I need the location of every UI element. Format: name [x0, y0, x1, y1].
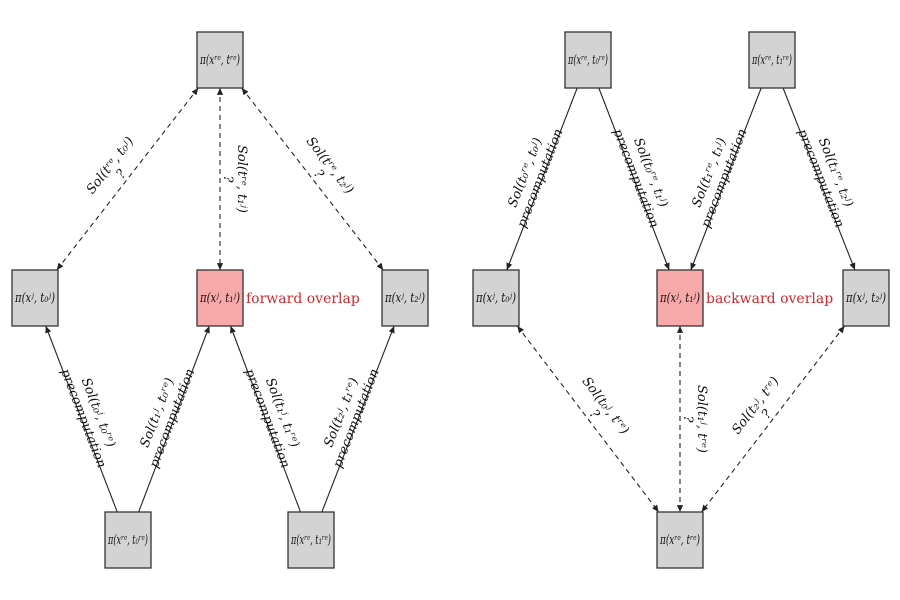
right-node-box-l1 — [656, 269, 704, 327]
left-node-label-l2: π(xʲ, t₂ʲ) — [384, 291, 425, 306]
right-node-label-t0: π(xʳᵉ, t₀ʳᵉ) — [567, 53, 608, 68]
left-unknown-mark: ? — [114, 166, 131, 182]
left-edge-b1-l2 — [321, 325, 395, 513]
right-node-box-bottom — [656, 511, 704, 569]
right-edge-label-group-l0-bottom: Sol(t₀ʲ, tʳᵉ)? — [579, 374, 632, 437]
left-node-b1: π(xʳᵉ, t₁ʳᵉ) — [287, 511, 335, 569]
right-edge-t0-l0 — [506, 87, 578, 271]
right-node-l1: π(xʲ, t₁ʲ) — [656, 269, 704, 327]
left-node-label-l0: π(xʲ, t₀ʲ) — [14, 291, 55, 306]
left-edge-label-top-l1: Sol(tʳᵉ, t₁ʲ) — [234, 145, 249, 213]
right-node-bottom: π(xʳᵉ, tʳᵉ) — [656, 511, 704, 569]
left-node-b0: π(xʳᵉ, t₀ʳᵉ) — [104, 511, 152, 569]
left-unknown-mark: ? — [220, 176, 235, 184]
left-node-label-b0: π(xʳᵉ, t₀ʳᵉ) — [107, 533, 148, 548]
left-node-l1: π(xʲ, t₁ʲ) — [196, 269, 244, 327]
right-edge-t1-l2 — [782, 87, 856, 271]
left-edge-label-top-l2: Sol(tʳᵉ, t₂ʲ) — [303, 134, 357, 197]
left-edge-label-group-top-l1: Sol(tʳᵉ, t₁ʲ)? — [220, 145, 249, 213]
right-edge-label-group-t0-l1: Sol(t₀ʳᵉ, t₁ʲ)precomputation — [609, 127, 670, 230]
left-node-label-l1: π(xʲ, t₁ʲ) — [199, 291, 240, 306]
right-node-t0: π(xʳᵉ, t₀ʳᵉ) — [564, 31, 612, 89]
right-edge-label-group-t1-l1: Sol(t₁ʳᵉ, t₁ʲ)precomputation — [689, 127, 750, 230]
left-node-top: π(xʳᵉ, tʳᵉ) — [196, 31, 244, 89]
left-node-box-b0 — [104, 511, 152, 569]
right-edge-label-l0-bottom: Sol(t₀ʲ, tʳᵉ) — [579, 374, 632, 437]
right-edge-label-group-t1-l2: Sol(t₁ʳᵉ, t₂ʲ)precomputation — [794, 127, 856, 230]
left-node-l2: π(xʲ, t₂ʲ) — [381, 269, 429, 327]
right-node-t1: π(xʳᵉ, t₁ʳᵉ) — [748, 31, 796, 89]
right-node-label-bottom: π(xʳᵉ, tʳᵉ) — [659, 533, 700, 548]
right-edge-label-group-t0-l0: Sol(t₀ʳᵉ, t₀ʲ)precomputation — [505, 127, 566, 230]
left-node-box-top — [196, 31, 244, 89]
forward-overlap-label: forward overlap — [246, 291, 360, 307]
backward-overlap-label: backward overlap — [706, 291, 833, 307]
right-edge-label-l1-bottom: Sol(t₁ʲ, tʳᵉ) — [694, 385, 709, 453]
left-node-label-top: π(xʳᵉ, tʳᵉ) — [199, 53, 240, 68]
nodes-layer: π(xʳᵉ, tʳᵉ) π(xʲ, t₀ʲ) π(xʲ, t₁ʲ) π(xʲ, t₂ʲ… — [11, 31, 890, 569]
right-node-box-t1 — [748, 31, 796, 89]
left-edge-b0-l0 — [45, 325, 118, 513]
left-edge-label-top-l0: Sol(tʳᵉ, t₀ʲ) — [84, 134, 138, 197]
right-node-label-l0: π(xʲ, t₀ʲ) — [475, 291, 516, 306]
right-node-l0: π(xʲ, t₀ʲ) — [472, 269, 520, 327]
right-node-label-l2: π(xʲ, t₂ʲ) — [845, 291, 886, 306]
right-node-label-t1: π(xʳᵉ, t₁ʳᵉ) — [751, 53, 792, 68]
left-edge-label-group-b1-l1: Sol(t₁ʲ, t₁ʳᵉ)precomputation — [241, 367, 301, 470]
right-unknown-mark: ? — [680, 416, 695, 424]
right-edge-label-group-l1-bottom: Sol(t₁ʲ, tʳᵉ)? — [680, 385, 709, 453]
right-edge-label-l2-bottom: Sol(t₂ʲ, tʳᵉ) — [729, 374, 782, 437]
right-node-box-t0 — [564, 31, 612, 89]
left-node-box-l1 — [196, 269, 244, 327]
right-node-label-l1: π(xʲ, t₁ʲ) — [659, 291, 700, 306]
right-edge-l0-bottom — [516, 325, 660, 513]
left-edge-b1-l1 — [230, 325, 301, 513]
right-node-box-l0 — [472, 269, 520, 327]
right-edge-l2-bottom — [701, 325, 845, 513]
left-edge-label-group-b0-l0: Sol(t₀ʲ, t₀ʳᵉ)precomputation — [57, 367, 118, 470]
left-edge-label-group-top-l0: Sol(tʳᵉ, t₀ʲ)? — [84, 134, 138, 197]
left-edge-label-group-b0-l1: Sol(t₁ʲ, t₀ʳᵉ)precomputation — [138, 367, 199, 470]
right-edge-t0-l1 — [598, 87, 670, 271]
right-edge-label-group-l2-bottom: Sol(t₂ʲ, tʳᵉ)? — [729, 374, 782, 437]
left-edge-label-group-top-l2: Sol(tʳᵉ, t₂ʲ)? — [303, 134, 357, 197]
left-edge-top-l2 — [241, 87, 384, 271]
left-edge-top-l0 — [56, 87, 199, 271]
edges-layer — [45, 87, 856, 513]
left-edge-b0-l1 — [138, 325, 210, 513]
left-node-box-l2 — [381, 269, 429, 327]
left-node-l0: π(xʲ, t₀ʲ) — [11, 269, 59, 327]
left-node-label-b1: π(xʳᵉ, t₁ʳᵉ) — [290, 533, 331, 548]
left-edge-label-group-b1-l2: Sol(t₂ʲ, t₁ʳᵉ)precomputation — [321, 367, 382, 470]
right-node-l2: π(xʲ, t₂ʲ) — [842, 269, 890, 327]
right-edge-t1-l1 — [690, 87, 762, 271]
right-node-box-l2 — [842, 269, 890, 327]
left-node-box-b1 — [287, 511, 335, 569]
left-unknown-mark: ? — [310, 167, 327, 183]
left-node-box-l0 — [11, 269, 59, 327]
